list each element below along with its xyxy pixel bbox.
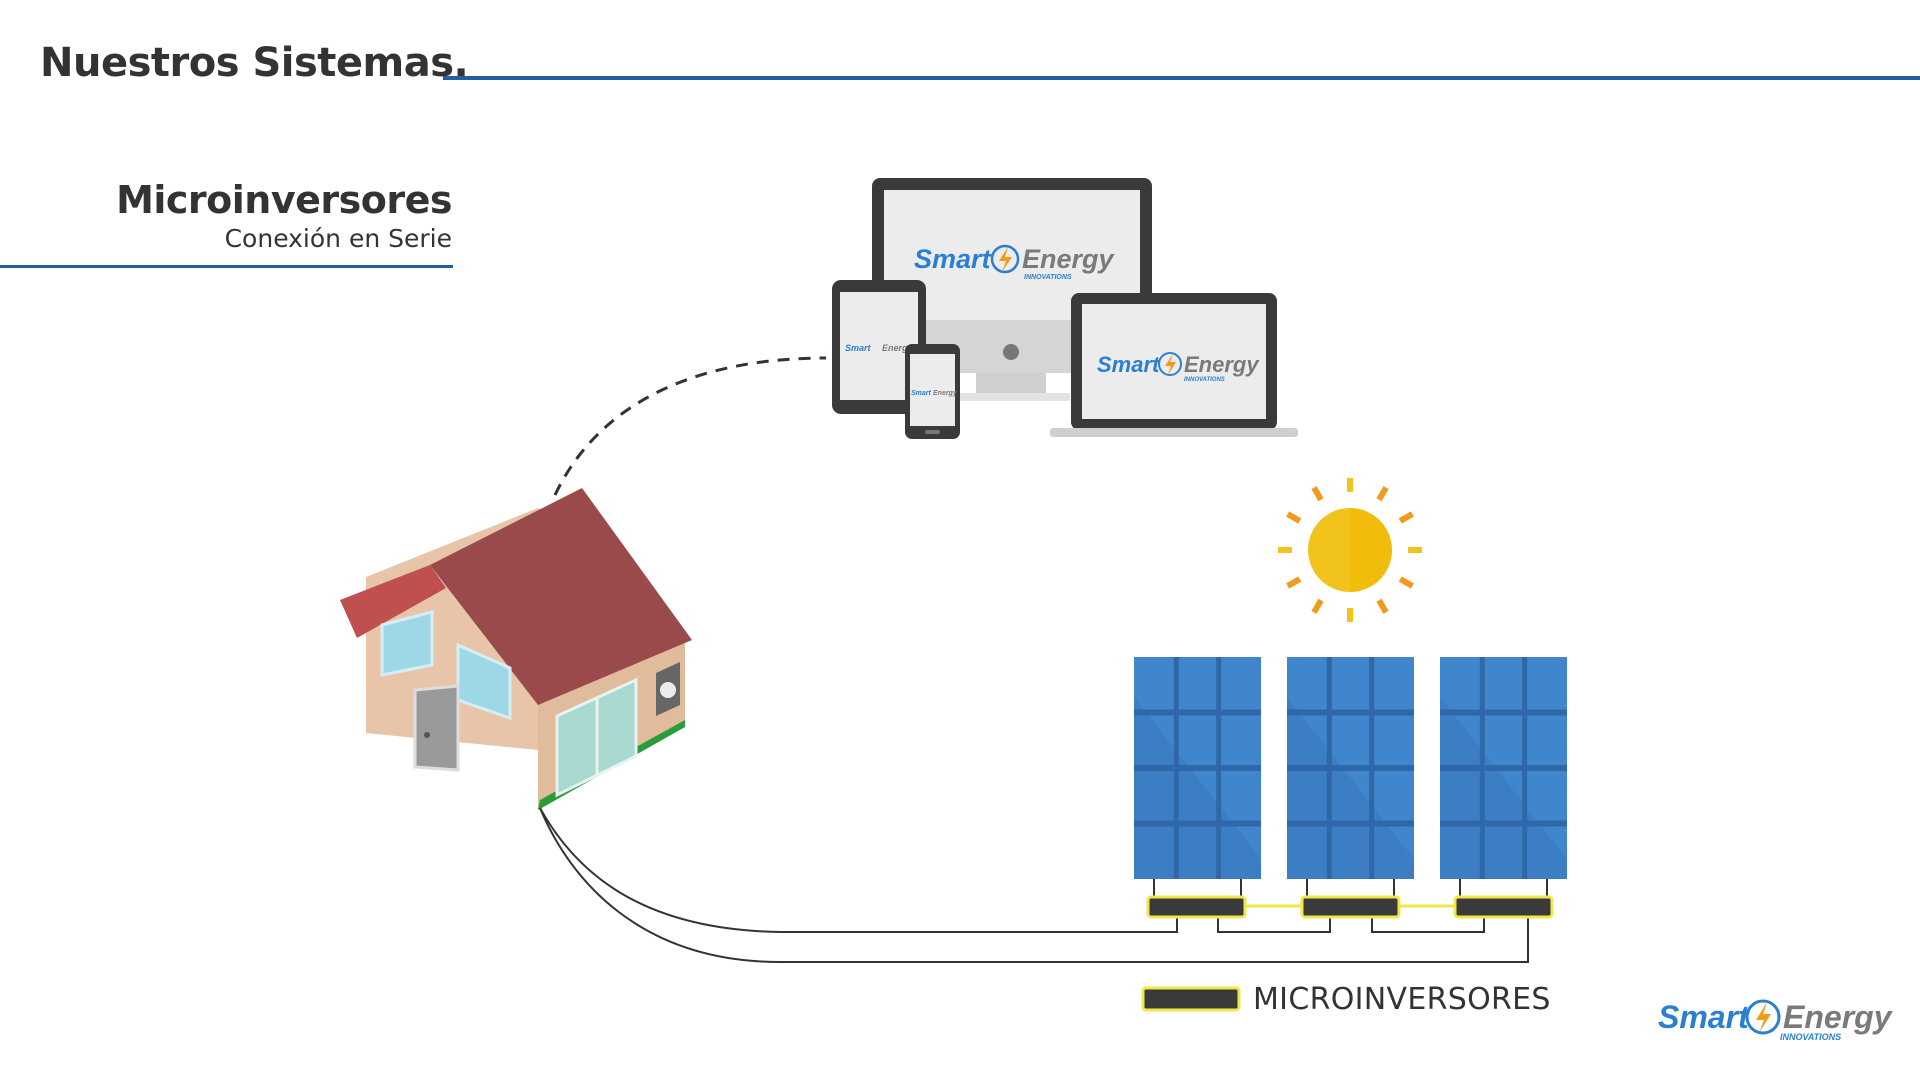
phone-brand-word1: Smart <box>911 390 932 397</box>
laptop-icon: Smart Energy INNOVATIONS <box>1050 293 1298 437</box>
tablet-brand-word2: Energy <box>882 343 914 353</box>
electric-meter-icon <box>656 662 680 716</box>
sun-ray <box>1286 511 1302 524</box>
sun-ray <box>1398 511 1414 524</box>
sun-ray <box>1286 576 1302 589</box>
laptop-brand-word1: Smart <box>1097 352 1161 377</box>
inverter-chain <box>1217 908 1485 933</box>
page-title: Nuestros Sistemas. <box>40 40 469 86</box>
sun-ray <box>1311 486 1324 502</box>
legend-microinverter-icon <box>1141 986 1241 1012</box>
tablet-icon: Smart Energy <box>832 280 926 414</box>
house-windows <box>380 610 512 721</box>
lightning-icon <box>1756 1002 1771 1033</box>
legend-label: MICROINVERSORES <box>1253 982 1551 1017</box>
solar-panels <box>1134 657 1567 897</box>
logo-word2: Energy <box>1783 999 1894 1035</box>
tablet-brand-word1: Smart <box>845 343 872 353</box>
sun-shade <box>1350 508 1392 592</box>
solar-panel-icon <box>1134 657 1261 897</box>
logo-word1: Smart <box>1658 999 1750 1035</box>
laptop-brand-word2: Energy <box>1184 352 1260 377</box>
solar-panel-icon <box>1440 657 1567 897</box>
phone-brand-word2: Energy <box>933 390 958 397</box>
title-underline <box>443 76 1920 80</box>
monitor-brand-word2: Energy <box>1022 244 1116 274</box>
monitor-brand-tagline: INNOVATIONS <box>1024 274 1072 281</box>
house-door <box>413 684 460 772</box>
microinverter-icon <box>1453 895 1554 919</box>
ac-cable-lower <box>539 807 1529 963</box>
house-icon <box>340 488 692 810</box>
section-underline <box>0 265 453 268</box>
smart-energy-logo: Smart Energy INNOVATIONS <box>1658 999 1894 1042</box>
sun-ray <box>1398 576 1414 589</box>
logo-tagline: INNOVATIONS <box>1780 1032 1841 1042</box>
solar-panel-icon <box>1287 657 1414 897</box>
laptop-brand-tagline: INNOVATIONS <box>1184 377 1225 383</box>
section-subtitle: Conexión en Serie <box>224 224 452 253</box>
sun-icon <box>1278 478 1422 622</box>
sun-ray <box>1376 598 1389 614</box>
microinverter-icon <box>1146 895 1247 919</box>
microinverters <box>1146 895 1554 919</box>
monitor-brand-word1: Smart <box>914 244 992 274</box>
sun-ray <box>1311 598 1324 614</box>
sun-ray <box>1376 486 1389 502</box>
section-title: Microinversores <box>116 178 452 222</box>
ac-cable-upper <box>539 807 1178 933</box>
phone-icon: Smart Energy <box>905 344 960 439</box>
microinverter-icon <box>1300 895 1401 919</box>
wireless-link <box>553 356 827 496</box>
monitoring-devices: Smart Energy INNOVATIONS Smart Energy IN… <box>832 178 1298 439</box>
